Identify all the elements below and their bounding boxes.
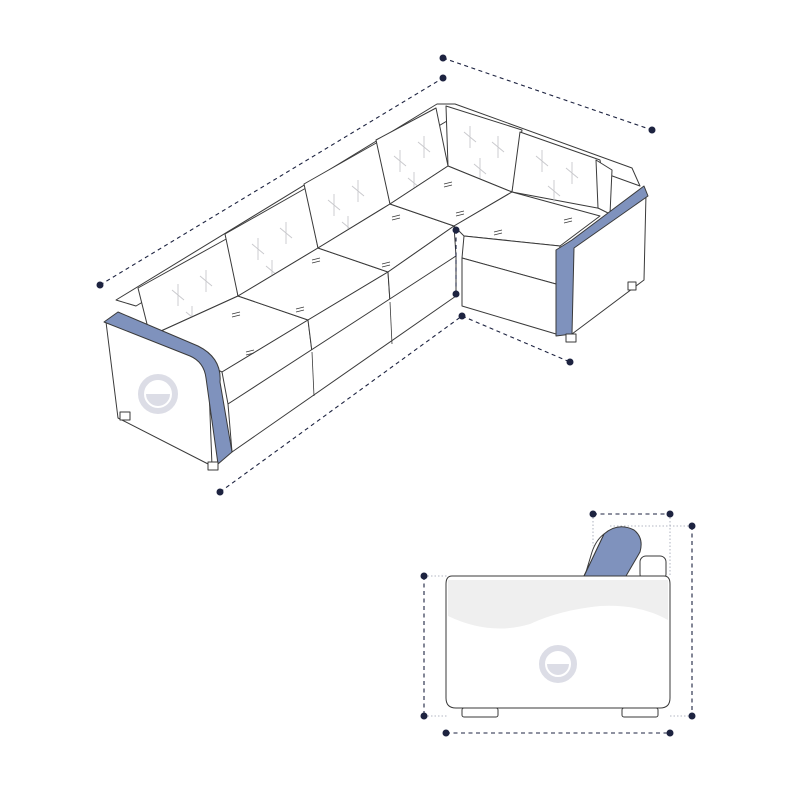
right-foot-back	[627, 281, 637, 291]
side-view-sofa	[424, 514, 692, 718]
side-cushion-shade	[448, 580, 668, 629]
side-foot-left	[461, 707, 499, 718]
left-armrest-top	[103, 311, 233, 465]
logo-mark-icon	[138, 374, 178, 414]
side-backrest	[583, 526, 642, 577]
seat-cushion-5	[453, 191, 601, 247]
left-foot	[207, 461, 219, 471]
side-foot-right	[621, 707, 659, 718]
seat-marks	[231, 181, 573, 356]
logo-mark-icon	[539, 645, 577, 683]
left-foot-back	[119, 411, 131, 421]
right-armrest-top	[555, 185, 649, 337]
isometric-sofa-view	[103, 103, 649, 471]
dimension-lines-iso	[96, 54, 656, 496]
back-cushion-7	[595, 159, 613, 215]
side-backrest-inner	[583, 533, 605, 577]
dim-front-width	[461, 315, 571, 363]
right-foot	[565, 333, 577, 343]
dimension-lines-side	[420, 510, 696, 737]
dim-front-length	[219, 315, 463, 493]
dim-back-length	[99, 77, 444, 286]
